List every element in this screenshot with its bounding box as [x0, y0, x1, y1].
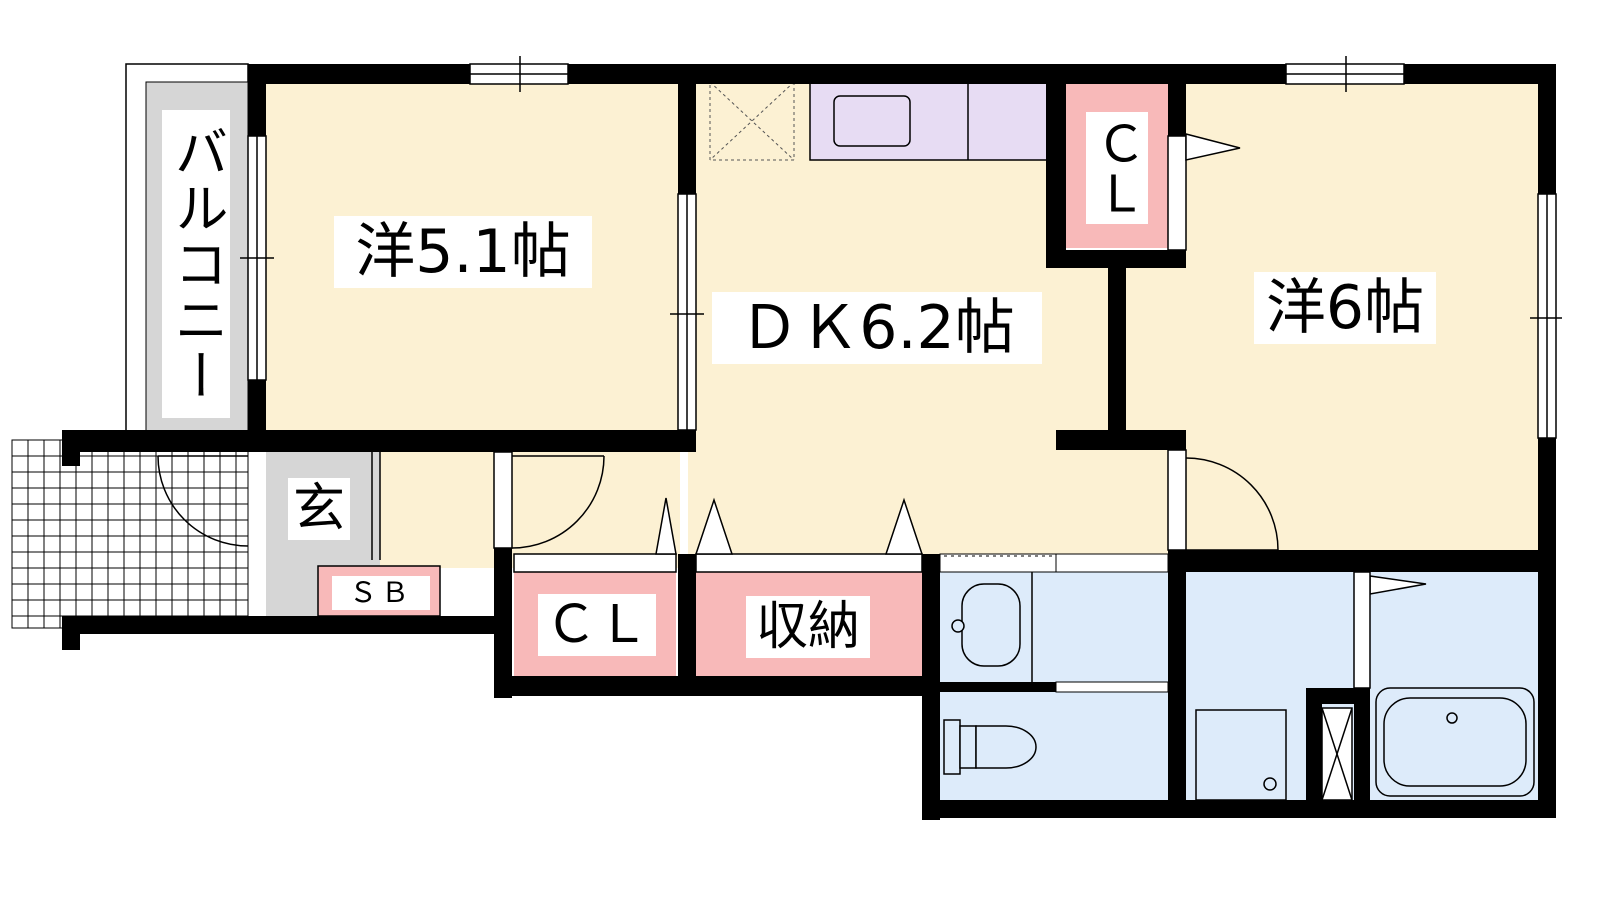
closet-upper-label: ＣＬ — [1086, 112, 1148, 224]
storage-label: 収納 — [746, 596, 870, 658]
bathtub-icon — [1375, 687, 1535, 797]
walls — [62, 64, 1556, 820]
closet-door-tracks — [513, 553, 923, 573]
dk-label: ＤＫ6.2帖 — [712, 292, 1042, 364]
doors — [157, 133, 1427, 689]
entrance-label: 玄 — [288, 478, 350, 540]
closet-lower-label: ＣＬ — [538, 594, 656, 656]
closet-upper-door — [1185, 133, 1241, 161]
western-room-1-label: 洋5.1帖 — [334, 216, 592, 288]
toilet-icon — [943, 719, 1037, 775]
washbasin-icon — [951, 572, 1033, 682]
washing-machine-space-icon — [1195, 709, 1287, 801]
hall-floor — [380, 448, 680, 568]
western-room-2-label: 洋6帖 — [1254, 272, 1436, 344]
hall-door — [511, 455, 605, 549]
western-room-2-door — [1185, 457, 1279, 551]
windows — [240, 56, 1562, 439]
balcony-label: バルコニー — [162, 110, 230, 418]
closet-door-markers — [655, 497, 924, 555]
sliding-door-tracks — [939, 553, 1181, 800]
shoe-box-label: ＳＢ — [332, 576, 430, 610]
shaft-icon — [1321, 707, 1353, 801]
sink-icon — [833, 95, 911, 147]
entrance-door — [157, 455, 249, 547]
